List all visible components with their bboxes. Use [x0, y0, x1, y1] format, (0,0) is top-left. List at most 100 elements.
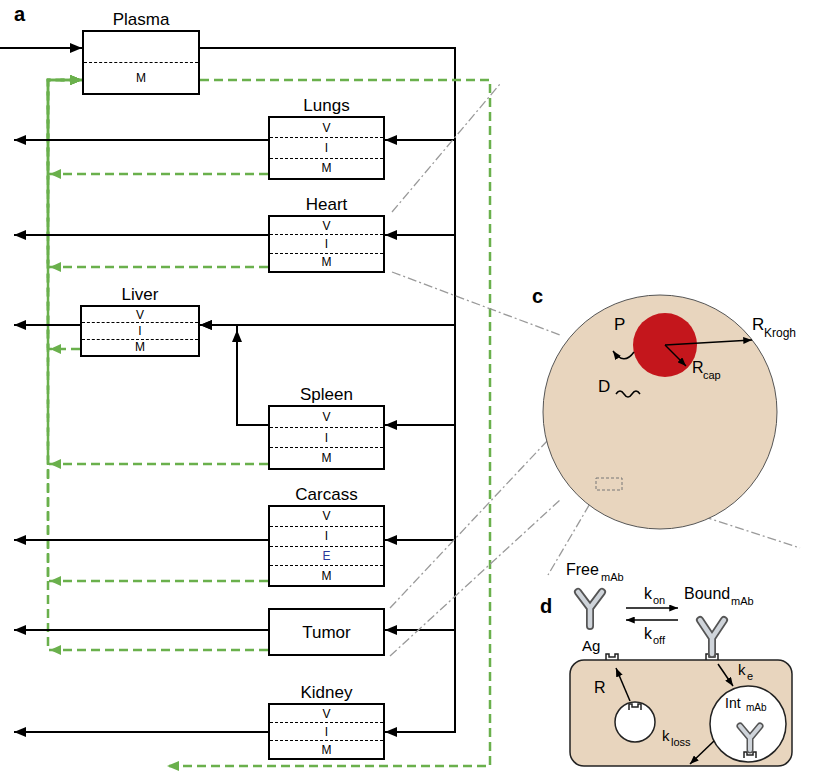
compartment-letter: V — [322, 708, 330, 720]
compartment-box: KidneyVIM — [268, 703, 385, 760]
outflow-arrow — [14, 539, 268, 541]
rate-arrow — [690, 741, 714, 764]
compartment-letter: M — [322, 452, 332, 464]
compartment-letter: V — [322, 122, 330, 134]
zoom-line — [392, 272, 560, 335]
compartment-letter: I — [138, 325, 141, 337]
rate-arrows — [616, 608, 733, 764]
compartment-letter: M — [322, 744, 332, 756]
compartment-letter: V — [322, 220, 330, 232]
symbol-label: R — [752, 316, 764, 333]
sub-compartment: V — [82, 307, 198, 322]
sub-compartment: V — [270, 507, 383, 526]
subscript: mAb — [731, 596, 754, 607]
compartment-box: HeartVIM — [268, 215, 385, 273]
subscript: mAb — [746, 703, 767, 713]
antibody — [740, 726, 760, 750]
compartment-letter: V — [322, 411, 330, 423]
blood-flow-arrow — [200, 48, 455, 140]
rate-label: k — [644, 626, 652, 642]
antibody — [578, 592, 602, 626]
diffusion-squiggle — [616, 391, 640, 397]
subscript: e — [747, 671, 753, 682]
cell — [570, 660, 792, 766]
species-label: Bound — [684, 586, 730, 602]
blood-flow-arrow — [200, 48, 455, 425]
sub-compartment: M — [270, 158, 383, 178]
lymph-line — [167, 80, 490, 766]
sub-compartment: I — [270, 137, 383, 157]
species-label: Free — [566, 562, 599, 578]
sub-compartment: M — [270, 740, 383, 758]
symbol-label: D — [598, 378, 610, 395]
zoom-box — [596, 478, 622, 490]
arrowhead — [50, 459, 61, 469]
rate-label: k — [644, 586, 652, 602]
antibody — [700, 620, 724, 654]
zoom-lines — [390, 84, 800, 656]
transport-arrows — [613, 340, 752, 397]
outflow-arrow — [14, 139, 268, 141]
blood-flow-arrow — [200, 48, 455, 630]
panel-letter: a — [14, 4, 25, 24]
sub-compartment: V — [270, 118, 383, 137]
compartment-letter: I — [325, 432, 328, 444]
sub-compartment: V — [270, 217, 383, 234]
compartment-box: LungsVIM — [268, 116, 385, 180]
zoom-line — [390, 500, 560, 656]
organ-name: Spleen — [250, 386, 403, 404]
compartment-box: Tumor — [268, 608, 385, 656]
compartment-letter: M — [136, 72, 146, 84]
sub-compartment: I — [270, 427, 383, 448]
outflow-arrows — [0, 48, 268, 732]
compartment-box: PlasmaM — [82, 30, 200, 95]
panel-letter: c — [532, 286, 543, 306]
organ-name: Liver — [62, 286, 218, 304]
rate-label: k — [738, 662, 746, 677]
arrowhead — [50, 576, 61, 586]
symbol-label: R — [692, 360, 704, 376]
compartment-letter: M — [322, 256, 332, 268]
blood-flow-arrow — [200, 48, 455, 325]
panel-letter: d — [540, 596, 552, 616]
sub-compartment: V — [270, 407, 383, 427]
arrowhead — [50, 262, 61, 272]
organ-name: Tumor — [302, 624, 351, 641]
compartment-letter: E — [322, 550, 330, 562]
organ-name: Kidney — [250, 684, 403, 702]
lymph-flow-arrow — [48, 80, 82, 349]
sub-compartment: M — [270, 565, 383, 585]
lymph-flow-arrow — [48, 80, 268, 464]
sub-compartment: E — [270, 546, 383, 566]
sub-compartment: I — [270, 234, 383, 252]
compartment-letter: M — [135, 341, 145, 353]
compartment-box: SpleenVIM — [268, 405, 385, 470]
compartment-letter: I — [325, 726, 328, 738]
compartment-letter: I — [325, 238, 328, 250]
rate-label: k — [662, 728, 670, 743]
symbol-label: P — [614, 316, 625, 333]
sub-compartment: M — [270, 447, 383, 468]
organ-name: Heart — [250, 196, 403, 214]
sub-compartment — [84, 32, 198, 62]
compartment-box: LiverVIM — [80, 305, 200, 357]
species-label: Ag — [582, 638, 600, 653]
compartment-letter: I — [325, 142, 328, 154]
sub-compartment: M — [84, 62, 198, 93]
antibodies — [578, 592, 760, 750]
blood-flow-arrow — [200, 48, 455, 235]
blood-flow-arrow — [200, 48, 455, 540]
arrowhead — [50, 645, 61, 655]
outflow-arrow — [14, 731, 268, 733]
rate-arrow — [626, 607, 678, 609]
permeability-arrow — [613, 351, 634, 359]
subscript: on — [653, 595, 665, 606]
endosome — [710, 686, 786, 762]
krogh-cylinder — [543, 295, 777, 529]
outflow-arrow — [14, 629, 268, 631]
antigens — [606, 654, 756, 758]
compartment-letter: I — [325, 530, 328, 542]
rate-label: R — [594, 680, 606, 696]
